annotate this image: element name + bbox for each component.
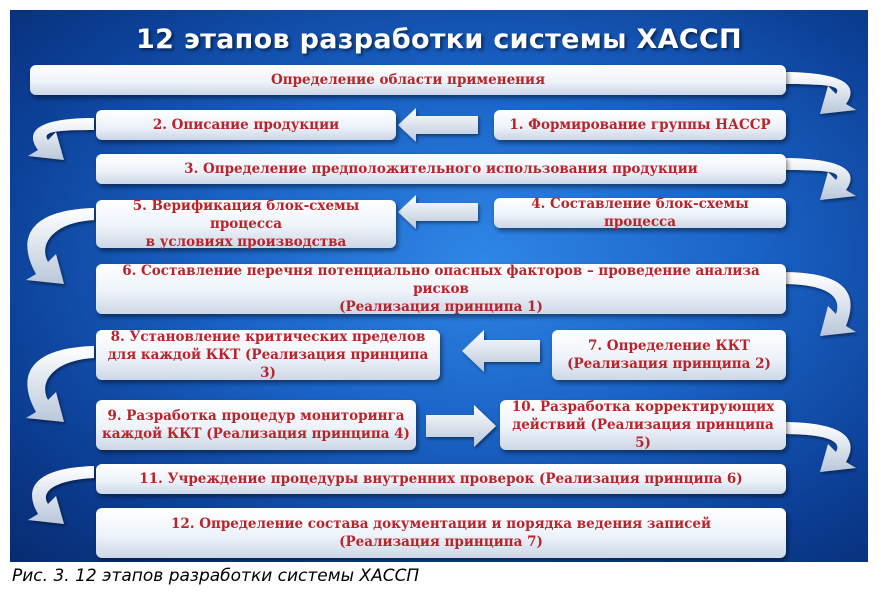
step-3: 3. Определение предположительного исполь… <box>96 154 786 184</box>
figure-caption: Рис. 3. 12 этапов разработки системы ХАС… <box>12 566 420 586</box>
step-scope: Определение области применения <box>30 65 786 95</box>
curve-arrow-right-4 <box>782 422 856 472</box>
curve-arrow-right-3 <box>782 272 856 336</box>
step-8: 8. Установление критических пределов для… <box>96 329 440 381</box>
flow-arrows <box>26 72 856 524</box>
step-5: 5. Верификация блок-схемы процесса в усл… <box>96 198 396 250</box>
curve-arrow-left-3 <box>26 346 94 422</box>
straight-arrow-1-to-2 <box>398 108 478 142</box>
step-11: 11. Учреждение процедуры внутренних пров… <box>96 464 786 494</box>
step-7: 7. Определение ККТ (Реализация принципа … <box>552 330 786 380</box>
curve-arrow-right-2 <box>782 158 856 200</box>
step-2: 2. Описание продукции <box>96 110 396 140</box>
step-10: 10. Разработка корректирующих действий (… <box>500 399 786 451</box>
step-9: 9. Разработка процедур мониторинга каждо… <box>96 400 416 450</box>
curve-arrow-left-1 <box>28 118 94 160</box>
step-4: 4. Составление блок-схемы процесса <box>494 196 786 230</box>
diagram-panel: 12 этапов разработки системы ХАССП Опред… <box>10 10 868 562</box>
step-12: 12. Определение состава документации и п… <box>96 508 786 558</box>
diagram-title: 12 этапов разработки системы ХАССП <box>136 24 742 55</box>
straight-arrow-4-to-5 <box>398 195 478 229</box>
step-1: 1. Формирование группы НАССР <box>494 110 786 140</box>
curve-arrow-left-4 <box>28 466 94 524</box>
step-6: 6. Составление перечня потенциально опас… <box>96 263 786 315</box>
curve-arrow-right-1 <box>782 72 856 114</box>
straight-arrow-7-to-8 <box>462 330 540 372</box>
straight-arrow-9-to-10 <box>426 405 496 447</box>
curve-arrow-left-2 <box>26 208 94 284</box>
